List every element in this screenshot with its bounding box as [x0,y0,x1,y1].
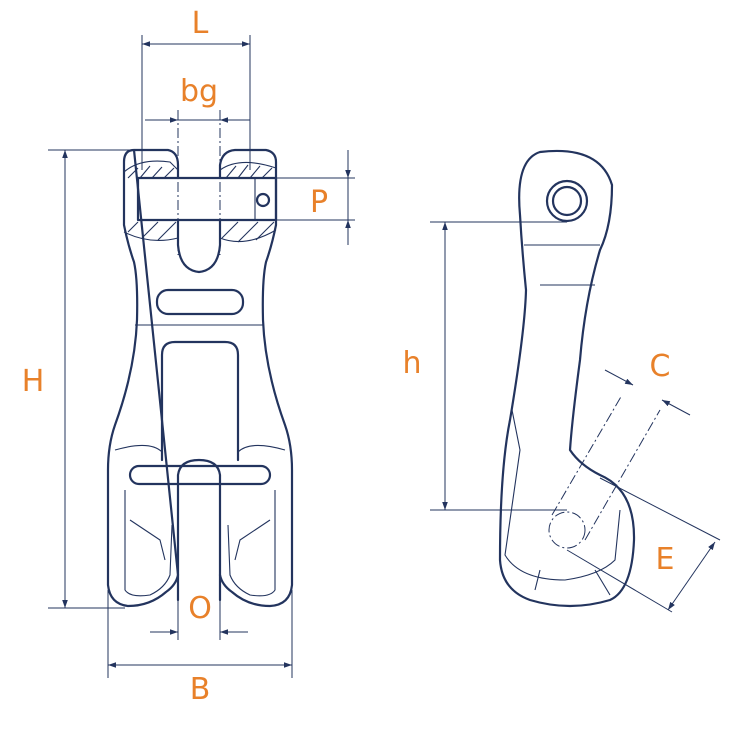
cross-bar [128,464,272,486]
eye-inner [551,185,583,217]
eye-outer [545,179,589,223]
pin-section [548,511,586,549]
label-P: P [310,185,328,220]
pin-hole [255,192,271,208]
center-slot [160,340,240,462]
retaining-pin [176,458,222,602]
label-h: h [402,346,421,381]
pin-slot [176,218,222,274]
label-L: L [192,6,209,41]
side-dimensions [430,221,721,613]
front-dimensions [48,35,355,678]
label-H: H [22,364,45,399]
front-view [106,110,294,608]
front-body-outline [106,148,294,608]
label-C: C [650,349,671,384]
label-B: B [190,672,211,707]
label-O: O [188,591,212,626]
top-slot [155,288,245,316]
pin [136,176,278,222]
side-view [498,149,661,608]
side-body-outline [498,149,636,608]
hatching [123,160,277,243]
label-bg: bg [180,74,218,109]
label-E: E [656,542,675,577]
